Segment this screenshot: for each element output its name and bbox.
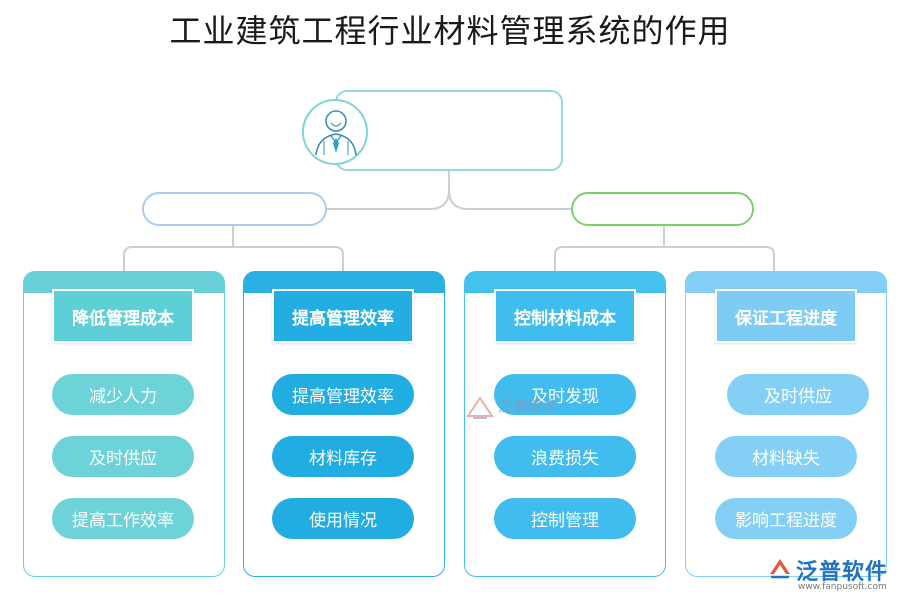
category-1-item-1: 减少人力 bbox=[52, 374, 194, 415]
category-2-item-1: 提高管理效率 bbox=[272, 374, 414, 415]
category-title-1: 降低管理成本 bbox=[52, 289, 194, 343]
page-title: 工业建筑工程行业材料管理系统的作用 bbox=[169, 12, 731, 50]
logo-name: 泛普软件 bbox=[796, 560, 889, 585]
category-1-item-3: 提高工作效率 bbox=[52, 498, 194, 539]
category-1-item-2: 及时供应 bbox=[52, 436, 194, 477]
category-2-item-2: 材料库存 bbox=[272, 436, 414, 477]
category-title-4: 保证工程进度 bbox=[715, 289, 857, 343]
branch-right-pill bbox=[571, 192, 754, 226]
watermark-text: 泛普软件 bbox=[498, 397, 559, 415]
category-3-item-1: 及时发现 bbox=[494, 374, 636, 415]
category-4-item-3: 影响工程进度 bbox=[715, 498, 857, 539]
category-4-item-2: 材料缺失 bbox=[715, 436, 857, 477]
businessman-icon bbox=[302, 99, 368, 165]
fanpu-logo-icon bbox=[770, 559, 790, 579]
category-3-item-3: 控制管理 bbox=[494, 498, 636, 539]
category-title-3: 控制材料成本 bbox=[494, 289, 636, 343]
category-2-item-3: 使用情况 bbox=[272, 498, 414, 539]
logo-url: www.fanpusoft.com bbox=[798, 582, 887, 592]
category-4-item-1: 及时供应 bbox=[727, 374, 869, 415]
category-title-2: 提高管理效率 bbox=[272, 289, 414, 343]
category-3-item-2: 浪费损失 bbox=[494, 436, 636, 477]
fanpu-logo-icon bbox=[466, 396, 494, 419]
branch-left-pill bbox=[142, 192, 327, 226]
